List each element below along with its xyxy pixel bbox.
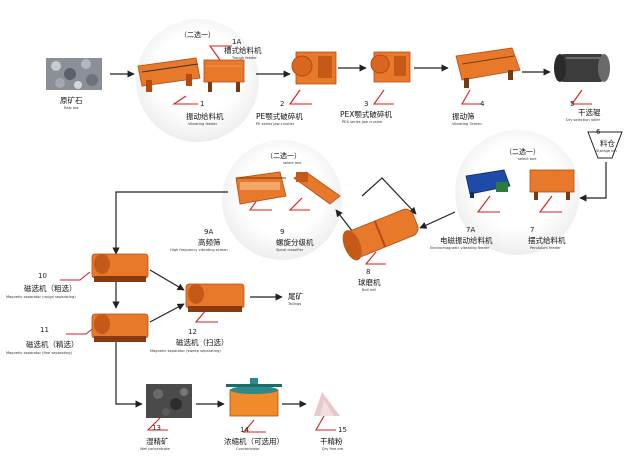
arrow-bin-to-feed [579, 162, 607, 202]
node-15-label: 干精粉 [320, 437, 343, 446]
node-7a-label-en: Electromagnetic vibrating feeder [430, 246, 490, 250]
magnetic-separator-sweep-machine [185, 283, 245, 312]
dry-selection-roller-machine [554, 54, 610, 82]
node-7-number: 7 [530, 226, 535, 234]
node-15-label-en: Dry fine ore [322, 447, 344, 451]
pex-jaw-crusher-machine [370, 51, 411, 83]
choice-title-3: （二选一） [505, 148, 540, 156]
trough-feeder-machine [203, 59, 245, 92]
arrow-fine-to-concentrate [115, 340, 143, 408]
node-11-label-en: Magnetic separator (fine separating) [6, 351, 72, 355]
leader-lines [60, 45, 592, 433]
choice-sub-3: select one [518, 157, 537, 161]
node-5-label-en: Dry selection roller [566, 118, 601, 122]
node-6-label-en: Storage bin [596, 149, 617, 153]
ball-mill-machine [342, 208, 419, 261]
node-15-number: 15 [338, 426, 347, 434]
choice-sub-2: select one [283, 161, 302, 165]
node-6-label: 料仓 [600, 139, 615, 148]
high-frequency-screen-machine [235, 171, 287, 205]
node-7-label: 摆式给料机 [528, 236, 566, 245]
arrow-rough-to-sweep [149, 269, 185, 291]
tailings-label-en: Tailings [288, 302, 302, 306]
node-3-number: 3 [364, 100, 369, 108]
node-12-label: 磁选机（扫选） [176, 338, 229, 347]
node-1a-label: 槽式给料机 [224, 46, 262, 55]
node-5-label: 干选辊 [578, 108, 601, 117]
node-14-number: 14 [240, 426, 249, 434]
wet-concentrate-image [146, 384, 192, 418]
concentrator-tank-machine [226, 378, 282, 417]
arrow-feed-to-mill [419, 211, 456, 229]
node-10-number: 10 [38, 272, 47, 280]
flow-arrows [110, 64, 607, 408]
node-5-number: 5 [570, 100, 575, 108]
node-1-label-en: Vibrating feeder [188, 122, 218, 126]
node-13-label: 湿精矿 [146, 437, 169, 446]
magnetic-separator-fine-machine [91, 313, 149, 342]
node-7a-label: 电磁振动给料机 [440, 236, 493, 245]
pendulum-feeder-machine [529, 169, 575, 200]
arrow-classifier-return [361, 177, 417, 215]
dry-fine-powder-image [314, 392, 340, 416]
node-13-label-en: Wet concentrate [140, 447, 170, 451]
electromagnetic-feeder-machine [465, 169, 511, 198]
node-1a-label-en: Trough feeder [232, 56, 257, 60]
spiral-classifier-machine [293, 171, 341, 205]
storage-bin-shape [587, 131, 623, 159]
node-9a-label: 高频筛 [198, 238, 221, 247]
node-11-number: 11 [40, 326, 49, 334]
node-1a-number: 1A [232, 38, 242, 46]
node-10-label: 磁选机（粗选） [24, 284, 77, 293]
choice-title-2: （二选一） [266, 152, 301, 160]
node-12-number: 12 [188, 328, 197, 336]
node-10-label-en: Magnetic separator (rough separating) [6, 295, 76, 299]
raw-ore-label: 原矿石 [60, 96, 83, 105]
node-1-label: 振动给料机 [186, 112, 224, 121]
node-8-label-en: Ball mill [362, 288, 377, 292]
tailings-label: 尾矿 [288, 292, 303, 301]
node-3-label: PEX颚式破碎机 [340, 110, 392, 119]
node-9-number: 9 [280, 228, 285, 236]
node-12-label-en: Magnetic separator (sweep separating) [150, 349, 221, 353]
node-14-label: 浓缩机（可选用） [224, 437, 284, 446]
magnetic-separator-rough-machine [91, 253, 149, 282]
node-1-number: 1 [200, 100, 205, 108]
node-8-number: 8 [366, 268, 371, 276]
node-3-label-en: PEX series jaw crusher [342, 120, 383, 124]
node-2-label: PE颚式破碎机 [256, 112, 303, 121]
vibrating-screen-machine [455, 47, 521, 88]
vibrating-feeder-machine [137, 57, 201, 92]
node-8-label: 球磨机 [358, 278, 381, 287]
arrow-screen-to-separator [112, 191, 228, 255]
node-6-number: 6 [596, 128, 601, 136]
raw-ore-label-en: Raw ore [64, 106, 79, 110]
node-11-label: 磁选机（精选） [26, 340, 79, 349]
raw-ore-image [46, 58, 102, 90]
choice-title-1: （二选一） [180, 31, 215, 39]
node-13-number: 13 [152, 424, 161, 432]
node-4-number: 4 [480, 100, 485, 108]
node-2-label-en: PE series jaw crusher [256, 122, 295, 126]
node-2-number: 2 [280, 100, 285, 108]
node-4-label: 振动筛 [452, 112, 475, 121]
node-14-label-en: Concentrator [236, 447, 260, 451]
node-9-label-en: Spiral classifier [276, 248, 304, 252]
node-9a-label-en: High frequency vibrating screen [170, 248, 228, 252]
node-7-label-en: Pendulum feeder [530, 246, 561, 250]
pe-jaw-crusher-machine [291, 51, 337, 85]
node-9a-number: 9A [204, 228, 214, 236]
node-4-label-en: Vibrating Screen [452, 122, 482, 126]
arrow-fine-to-sweep [149, 303, 185, 323]
node-7a-number: 7A [466, 226, 476, 234]
node-9-label: 螺旋分级机 [276, 238, 314, 247]
